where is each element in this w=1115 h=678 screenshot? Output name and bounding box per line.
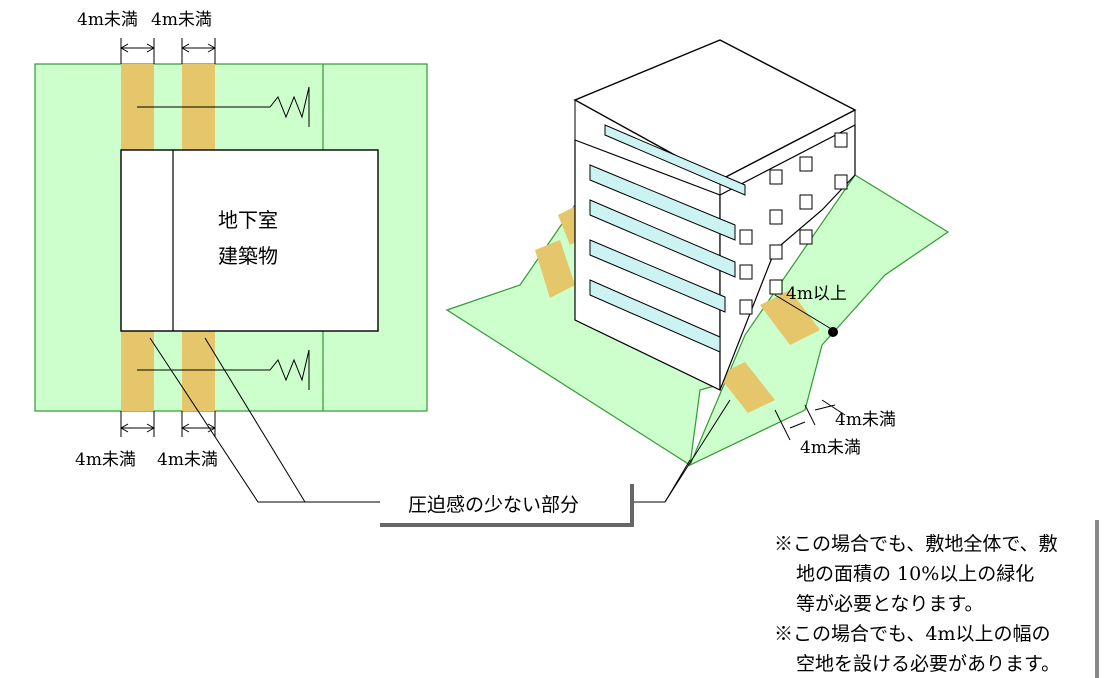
plan-building (120, 149, 379, 332)
iso-strip-dimensions (774, 399, 846, 441)
iso-width-dimension-line (774, 294, 834, 331)
plan-break-line-top (137, 86, 310, 127)
plan-strip-bottom-right (182, 331, 215, 411)
plan-bottom-label-2: 4m未満 (157, 450, 218, 470)
iso-width-label: 4m以上 (786, 284, 847, 304)
note-line-1: ※この場合でも、敷地全体で、敷 (774, 533, 1058, 555)
iso-strip-right-1 (760, 290, 820, 345)
plan-view: 4m未満 4m未満 4m未満 4m未満 地下室 建築物 (34, 10, 428, 470)
plan-break-line-bottom (137, 349, 310, 390)
plan-dimension-top (120, 38, 216, 64)
plan-strip-bottom-left (121, 331, 154, 411)
iso-balconies (589, 124, 746, 353)
note-line-3: 等が必要となります。 (796, 593, 984, 615)
note-line-5: 空地を設ける必要があります。 (796, 653, 1060, 675)
notes-box: ※この場合でも、敷地全体で、敷 地の面積の 10%以上の緑化 等が必要となります… (774, 520, 1099, 678)
iso-strip-label-1: 4m未満 (835, 410, 896, 430)
iso-view: 4m以上 4m未満 4m未満 (445, 39, 950, 467)
callout-leaders (149, 337, 731, 503)
callout-label: 圧迫感の少ない部分 (408, 494, 579, 516)
iso-strip-left-2 (535, 240, 575, 298)
plan-basement-label: 地下室 (218, 208, 278, 232)
iso-windows (739, 132, 848, 315)
note-line-4: ※この場合でも、4m以上の幅の (774, 623, 1051, 645)
plan-building-label: 建築物 (218, 244, 278, 268)
plan-bottom-label-1: 4m未満 (75, 450, 136, 470)
iso-strip-label-2: 4m未満 (800, 438, 861, 458)
iso-strip-right-2 (718, 362, 775, 413)
iso-width-dimension-dot (828, 327, 838, 337)
plan-top-label-2: 4m未満 (151, 10, 212, 30)
plan-top-label-1: 4m未満 (77, 10, 138, 30)
note-line-2: 地の面積の 10%以上の緑化 (796, 563, 1034, 585)
callout-box: 圧迫感の少ない部分 (380, 484, 634, 527)
